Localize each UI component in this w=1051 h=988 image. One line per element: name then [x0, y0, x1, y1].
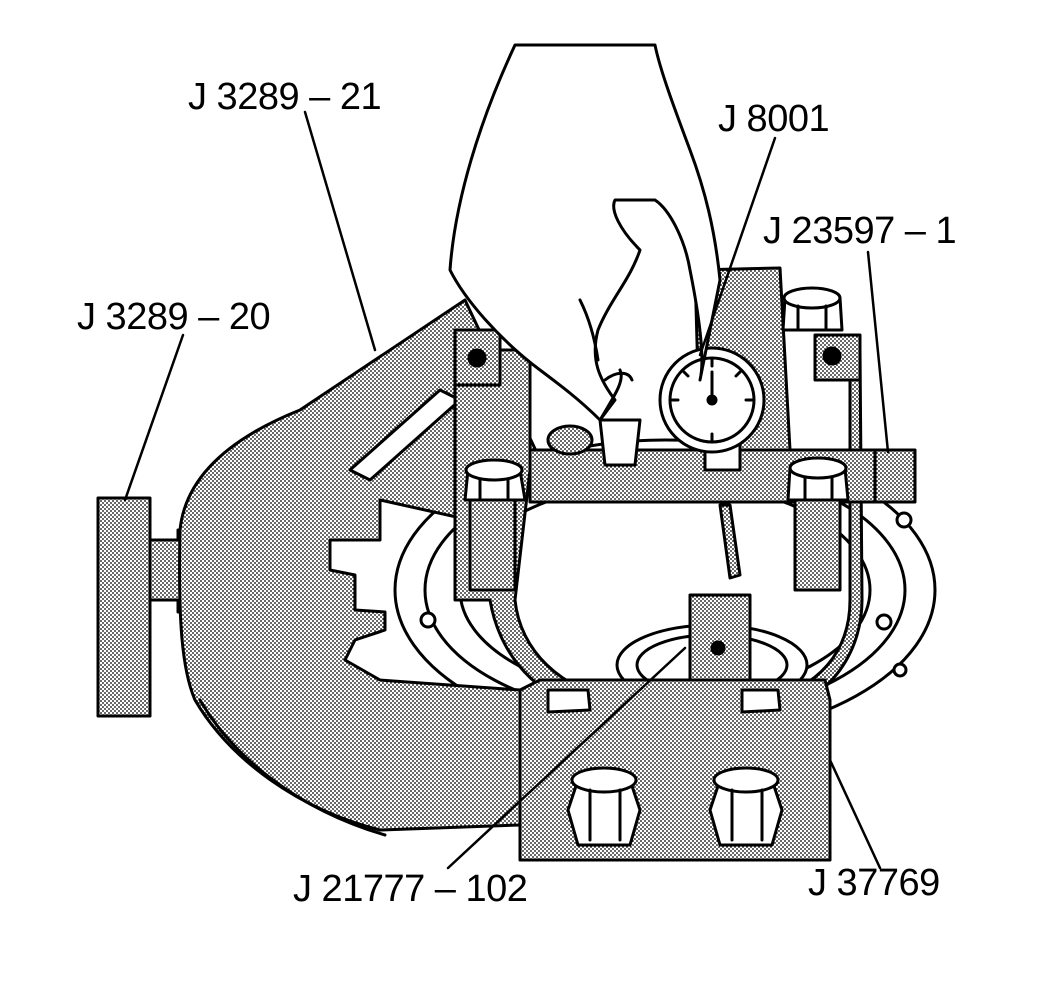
leader-j8001	[698, 136, 777, 357]
leader-j3289-21	[303, 110, 377, 352]
crossbar-bolt-left	[463, 458, 527, 592]
plate-bolt-right	[708, 766, 784, 847]
plate-bolt-left	[566, 766, 642, 847]
indicator-knob	[546, 418, 642, 467]
callout-j23597-1: J 23597 – 1	[763, 210, 957, 252]
callout-j37769: J 37769	[808, 862, 940, 904]
leader-j37769	[828, 758, 882, 870]
leader-j3289-20	[123, 333, 185, 502]
housing-bolt-top-right	[781, 286, 844, 332]
leader-lines	[123, 110, 890, 870]
callout-j8001: J 8001	[718, 98, 830, 140]
callout-j21777-102: J 21777 – 102	[293, 868, 528, 910]
leader-j21777-102	[446, 646, 687, 870]
technician-hand	[448, 43, 722, 422]
indicator-crossbar	[528, 448, 917, 504]
support-plate-j37769	[518, 678, 832, 862]
dial-indicator-j8001	[658, 346, 766, 580]
leader-j23597-1	[866, 250, 890, 454]
crossbar-bolt-right	[786, 456, 850, 592]
callout-j3289-20: J 3289 – 20	[77, 296, 271, 338]
callout-j3289-21: J 3289 – 21	[188, 76, 382, 118]
